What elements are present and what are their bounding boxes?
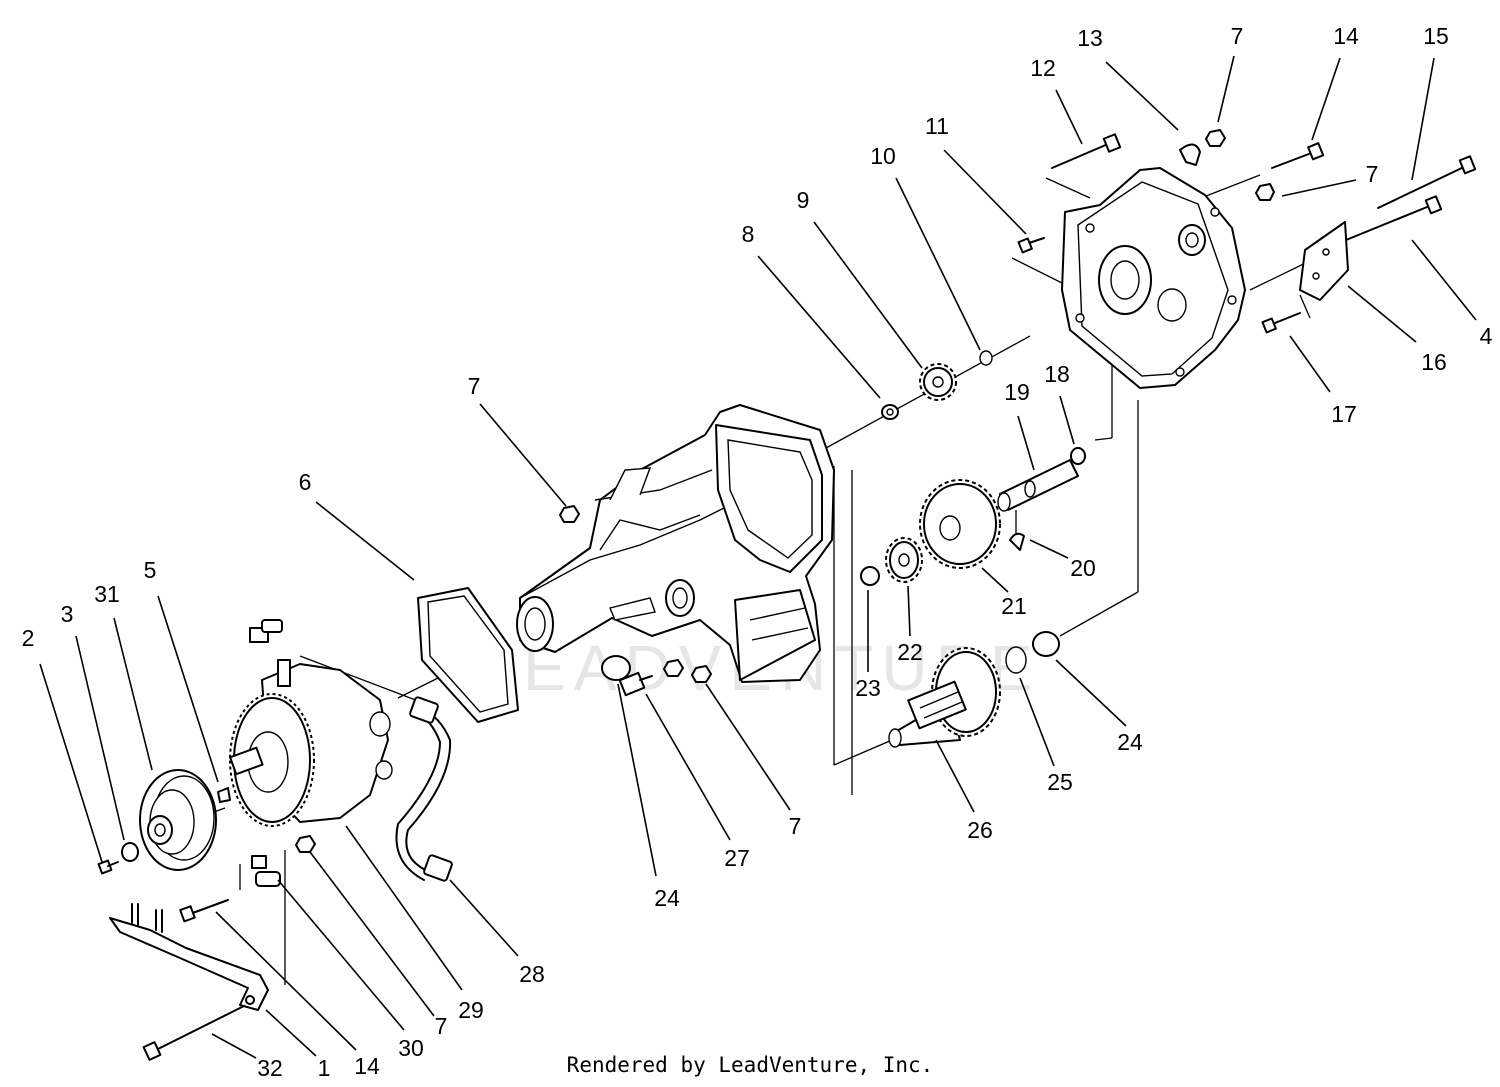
callout-8: 8 bbox=[742, 221, 755, 247]
washer-3 bbox=[121, 842, 139, 862]
bushing-24-left bbox=[601, 655, 631, 681]
gasket-6 bbox=[417, 587, 519, 723]
callout-9: 9 bbox=[797, 187, 810, 213]
callout-28: 28 bbox=[519, 961, 545, 987]
callout-19: 19 bbox=[1004, 379, 1030, 405]
nut-7-housing-mid bbox=[663, 659, 684, 677]
callout-14: 14 bbox=[1333, 23, 1359, 49]
tube-28 bbox=[395, 696, 453, 882]
fitting-30 bbox=[251, 855, 281, 887]
callout-labels: 2 3 31 5 6 7 8 9 10 11 12 13 7 14 15 7 4… bbox=[22, 23, 1493, 1081]
bolt-11 bbox=[1017, 237, 1045, 254]
bracket-1 bbox=[109, 903, 269, 1011]
housing-small-parts bbox=[559, 350, 993, 697]
bolt-2 bbox=[97, 859, 119, 875]
credit-line: Rendered by LeadVenture, Inc. bbox=[567, 1053, 934, 1077]
callout-2: 2 bbox=[22, 625, 35, 651]
callout-17: 17 bbox=[1331, 401, 1357, 427]
callout-13: 13 bbox=[1077, 25, 1103, 51]
bushing-24-right bbox=[1032, 631, 1060, 657]
callout-7: 7 bbox=[468, 373, 481, 399]
gear-9 bbox=[919, 363, 957, 401]
key-5 bbox=[217, 787, 231, 803]
pump-assembly bbox=[229, 619, 393, 887]
callout-5: 5 bbox=[144, 557, 157, 583]
callout-7-top: 7 bbox=[1231, 23, 1244, 49]
callout-21: 21 bbox=[1001, 593, 1027, 619]
callout-3: 3 bbox=[61, 601, 74, 627]
callout-31: 31 bbox=[94, 581, 120, 607]
bolt-15 bbox=[1377, 155, 1477, 209]
callout-14-bracket: 14 bbox=[354, 1053, 380, 1079]
case-cover bbox=[1061, 167, 1246, 389]
callout-6: 6 bbox=[299, 469, 312, 495]
callout-7-right: 7 bbox=[1366, 161, 1379, 187]
bracket-16 bbox=[1299, 221, 1349, 301]
nut-7-housing-top bbox=[559, 505, 580, 523]
pulley-31 bbox=[139, 769, 217, 871]
callout-26: 26 bbox=[967, 817, 993, 843]
callout-25: 25 bbox=[1047, 769, 1073, 795]
callout-30: 30 bbox=[398, 1035, 424, 1061]
bolt-14-top bbox=[1271, 142, 1325, 169]
callout-29: 29 bbox=[458, 997, 484, 1023]
callout-27: 27 bbox=[724, 845, 750, 871]
nut-7-right bbox=[1255, 183, 1275, 201]
key-20 bbox=[1009, 532, 1025, 551]
callout-10: 10 bbox=[870, 143, 896, 169]
callout-18: 18 bbox=[1044, 361, 1070, 387]
transmission-housing bbox=[516, 404, 835, 683]
callout-24-right: 24 bbox=[1117, 729, 1143, 755]
bushing-23 bbox=[860, 566, 880, 586]
bearing-18 bbox=[1070, 447, 1086, 465]
ring-10 bbox=[979, 350, 993, 366]
bolt-12 bbox=[1051, 133, 1122, 169]
bolt-4 bbox=[1345, 195, 1443, 241]
callout-23: 23 bbox=[855, 675, 881, 701]
callout-12: 12 bbox=[1030, 55, 1056, 81]
callout-16: 16 bbox=[1421, 349, 1447, 375]
gear-22 bbox=[885, 537, 923, 583]
clip-13 bbox=[1179, 143, 1201, 166]
callout-11: 11 bbox=[925, 113, 949, 139]
callout-7-pump: 7 bbox=[435, 1013, 448, 1039]
bolt-32 bbox=[142, 995, 255, 1061]
callout-4: 4 bbox=[1480, 323, 1493, 349]
leader-lines bbox=[39, 55, 1477, 1059]
nut-7-pump bbox=[295, 835, 316, 853]
callout-22: 22 bbox=[897, 639, 923, 665]
cover-bolts bbox=[1017, 129, 1477, 334]
callout-15: 15 bbox=[1423, 23, 1449, 49]
nut-7-housing-low bbox=[691, 665, 712, 683]
fitting-27 bbox=[618, 671, 653, 697]
bolt-17 bbox=[1261, 312, 1301, 334]
bolt-14-bracket bbox=[179, 899, 229, 923]
callout-1: 1 bbox=[318, 1055, 331, 1081]
shaft-19 bbox=[997, 447, 1086, 512]
callout-24-left: 24 bbox=[654, 885, 680, 911]
callout-20: 20 bbox=[1070, 555, 1096, 581]
washer-25 bbox=[1005, 646, 1027, 674]
gear-26 bbox=[888, 647, 1001, 748]
callout-32: 32 bbox=[257, 1055, 283, 1081]
gear-21 bbox=[919, 479, 1001, 569]
elbow-fitting-top bbox=[249, 619, 283, 643]
callout-7-housing: 7 bbox=[789, 813, 802, 839]
nut-7-top bbox=[1205, 129, 1226, 147]
